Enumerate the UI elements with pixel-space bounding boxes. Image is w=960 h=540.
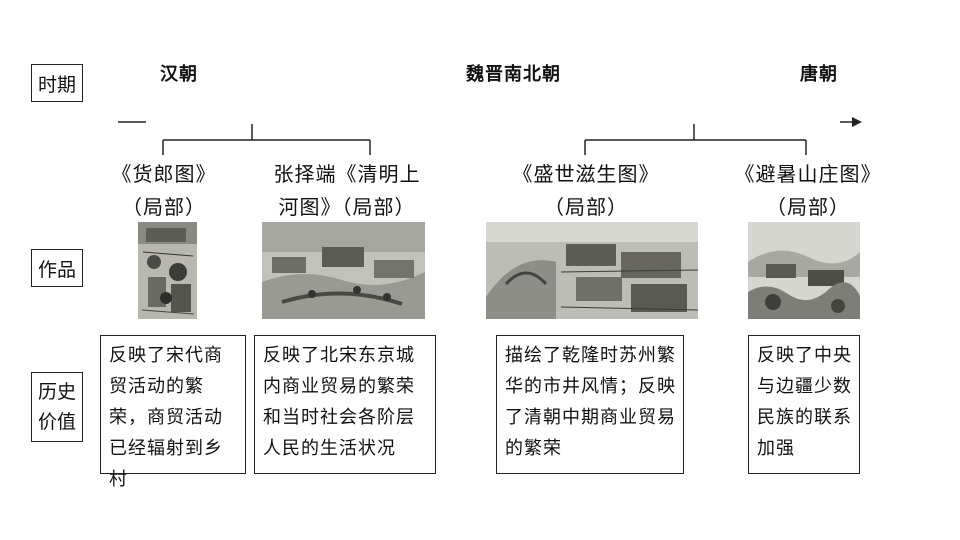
work-title-shengshi-line2: （局部） — [508, 191, 664, 224]
painting-huolang — [138, 222, 197, 319]
period-han: 汉朝 — [160, 60, 198, 86]
work-title-qingming-line2: 河图》（局部） — [262, 191, 432, 224]
work-title-qingming-line1: 张择端《清明上 — [262, 158, 432, 191]
painting-shengshi — [486, 222, 698, 319]
timeline-arrow-icon — [852, 117, 862, 127]
value-row-label: 历史 价值 — [31, 372, 83, 442]
work-title-bishu-line2: （局部） — [730, 191, 886, 224]
value-row-label-line1: 历史 — [38, 377, 76, 407]
work-title-bishu: 《避暑山庄图》 （局部） — [730, 158, 886, 224]
work-title-shengshi-line1: 《盛世滋生图》 — [508, 158, 664, 191]
work-title-shengshi: 《盛世滋生图》 （局部） — [508, 158, 664, 224]
value-row-label-line2: 价值 — [38, 407, 76, 437]
bracket-qing — [585, 124, 806, 155]
description-shengshi: 描绘了乾隆时苏州繁华的市井风情；反映了清朝中期商业贸易的繁荣 — [496, 335, 684, 474]
description-bishu: 反映了中央与边疆少数民族的联系加强 — [748, 335, 860, 474]
work-title-qingming: 张择端《清明上 河图》（局部） — [262, 158, 432, 224]
work-title-bishu-line1: 《避暑山庄图》 — [730, 158, 886, 191]
work-title-huolang-line1: 《货郎图》 — [104, 158, 224, 191]
work-title-huolang: 《货郎图》 （局部） — [104, 158, 224, 224]
work-row-label-text: 作品 — [38, 255, 76, 282]
description-huolang: 反映了宋代商贸活动的繁荣，商贸活动已经辐射到乡村 — [100, 335, 246, 474]
period-wei-jin: 魏晋南北朝 — [466, 60, 561, 86]
work-row-label: 作品 — [31, 249, 83, 287]
painting-bishu — [748, 222, 860, 319]
description-qingming: 反映了北宋东京城内商业贸易的繁荣和当时社会各阶层人民的生活状况 — [254, 335, 436, 474]
work-title-huolang-line2: （局部） — [104, 191, 224, 224]
period-row-label-text: 时期 — [38, 70, 76, 97]
painting-qingming — [262, 222, 425, 319]
bracket-song — [163, 124, 370, 155]
period-tang: 唐朝 — [800, 60, 838, 86]
period-row-label: 时期 — [31, 64, 83, 102]
